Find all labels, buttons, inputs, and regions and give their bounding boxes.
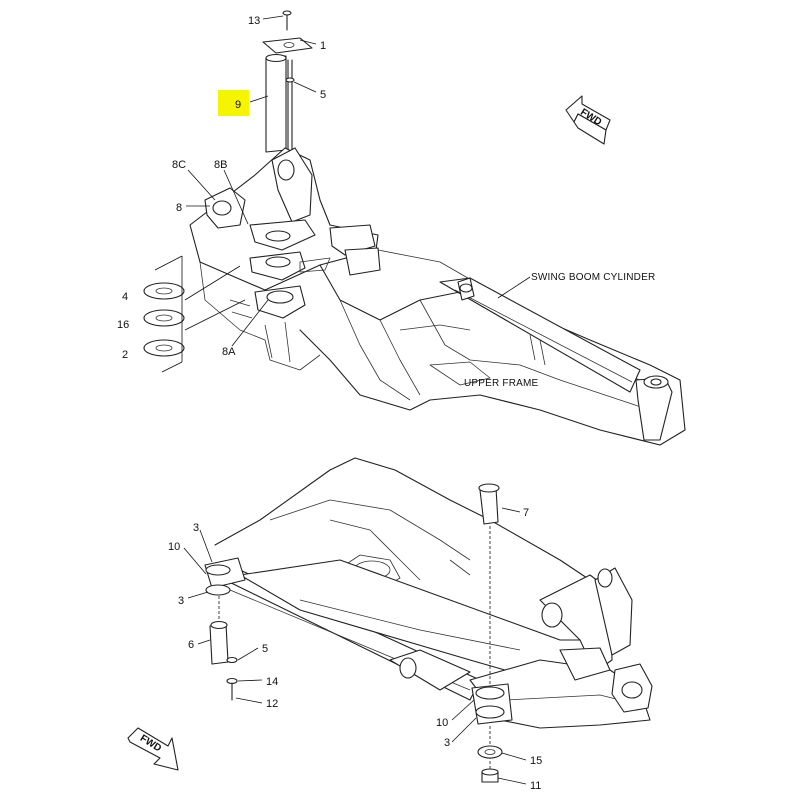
- callout-6: 6: [188, 639, 194, 651]
- callout-13: 13: [248, 15, 260, 27]
- callout-14: 14: [266, 676, 278, 688]
- callout-8: 8: [176, 202, 182, 214]
- label-swing-boom-cylinder: SWING BOOM CYLINDER: [531, 272, 655, 283]
- callout-3-a: 3: [193, 522, 199, 534]
- callout-10-a: 10: [168, 541, 180, 553]
- callout-8b: 8B: [214, 159, 227, 171]
- fwd-arrow-bottom: [127, 727, 179, 771]
- highlight-marker: [218, 90, 249, 116]
- callout-16: 16: [117, 319, 129, 331]
- callout-8c: 8C: [172, 159, 186, 171]
- callout-1: 1: [320, 40, 326, 52]
- callout-3-b: 3: [178, 595, 184, 607]
- callout-7: 7: [523, 507, 529, 519]
- callout-11: 11: [530, 780, 541, 792]
- callout-8a: 8A: [222, 346, 236, 358]
- fwd-arrow-top: [565, 95, 611, 145]
- callout-5-top: 5: [320, 89, 326, 101]
- callout-leaders: [183, 15, 527, 785]
- callout-numbers: 13 1 9 5 8C 8B 8 4 16 2 8A 7 3 10 3 6 5 …: [117, 15, 542, 792]
- callout-12: 12: [266, 698, 278, 710]
- callout-9: 9: [235, 99, 241, 111]
- callout-5-bottom: 5: [262, 643, 268, 655]
- lower-frame-drawing: [204, 457, 653, 783]
- label-upper-frame: UPPER FRAME: [464, 378, 539, 389]
- washer-stack-top: [143, 255, 246, 373]
- callout-3-c: 3: [444, 737, 450, 749]
- upper-frame-drawing: [189, 10, 686, 446]
- callout-2: 2: [122, 349, 128, 361]
- callout-4: 4: [122, 291, 128, 303]
- callout-10-b: 10: [436, 717, 448, 729]
- callout-15: 15: [530, 755, 542, 767]
